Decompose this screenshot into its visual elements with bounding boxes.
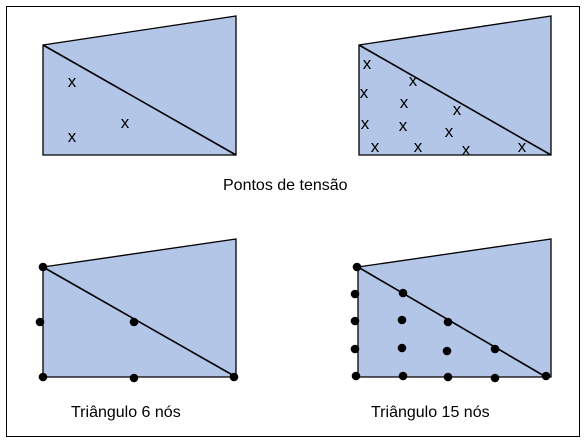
stress-point-marker: x [363,54,372,73]
element-diagonal [358,44,552,156]
stress-point-marker: x [453,100,462,119]
element-quad [357,238,552,378]
panel-nodes-right [350,238,552,383]
stress-point-marker: x [445,122,454,141]
element-quad [358,15,552,156]
caption-fifteen-node-triangle: Triângulo 15 nós [371,404,490,421]
caption-six-node-triangle: Triângulo 6 nós [71,404,181,421]
stress-point-marker: x [409,71,418,90]
stress-point-marker: x [400,93,409,112]
stress-point-marker: x [68,127,77,146]
node-dot [350,344,360,354]
node-dot [350,289,360,299]
node-dot [229,372,239,382]
caption-stress-points: Pontos de tensão [223,177,348,194]
node-dot [38,372,48,382]
stress-point-marker: x [371,137,380,156]
stress-point-marker: x [414,137,423,156]
stress-point-marker: x [361,114,370,133]
node-dot [129,373,139,383]
node-dot [443,317,453,327]
stress-point-marker: x [360,83,369,102]
node-dot [129,317,139,327]
panel-nodes-left [35,238,239,383]
panel-stress-right: x x x x x x x x x x x x [358,15,552,159]
stress-point-marker: x [518,137,527,156]
node-dot [352,262,362,272]
node-dot [398,288,408,298]
node-dot [397,315,407,325]
node-dot [397,343,407,353]
element-diagonal [42,44,237,156]
node-dot [38,262,48,272]
element-quad [42,238,237,378]
element-diagonal [42,266,237,378]
node-dot [490,373,500,383]
stress-point-marker: x [68,72,77,91]
node-dot [351,371,361,381]
node-dot [443,372,453,382]
stress-point-marker: x [121,113,130,132]
node-dot [442,346,452,356]
node-dot [541,371,551,381]
node-dot [35,317,45,327]
node-dot [398,371,408,381]
stress-point-marker: x [399,116,408,135]
panel-stress-left: x x x [42,15,237,156]
node-dot [350,316,360,326]
node-dot [490,344,500,354]
stress-point-marker: x [462,140,471,159]
